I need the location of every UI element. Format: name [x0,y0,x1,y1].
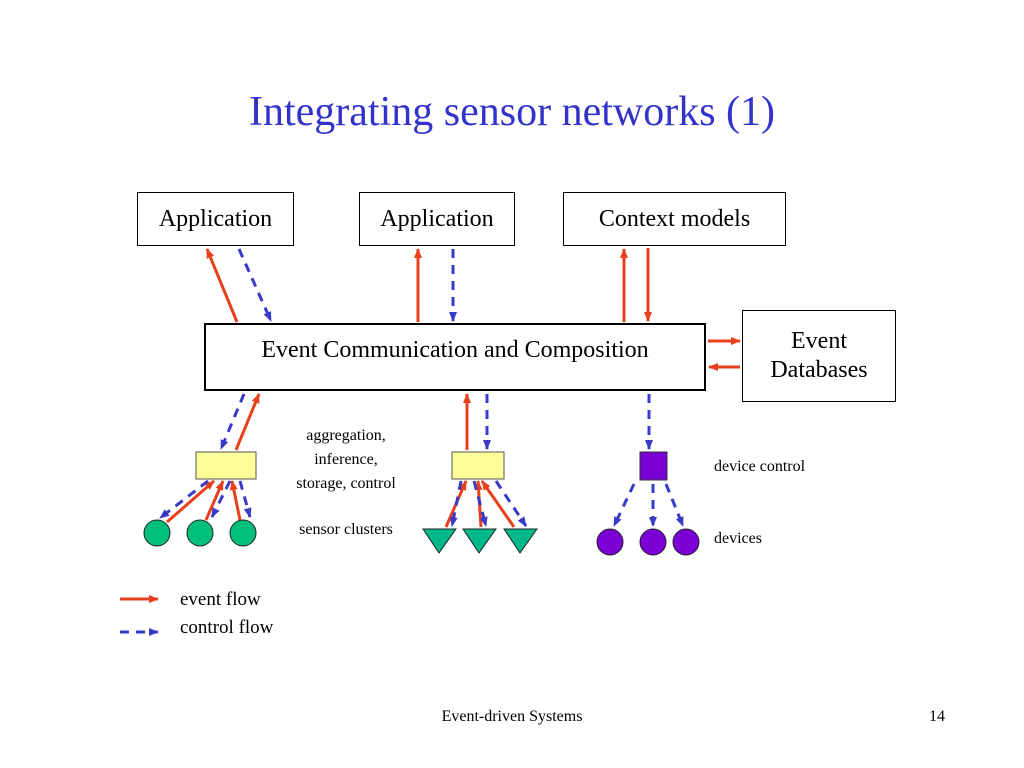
sensor-circle-2 [186,519,214,547]
event-arrow-sensor-3-to-aggregator [229,480,242,521]
control-arrow-aggregator-to-sensor-3 [238,480,252,518]
event-arrow-aggregator-left-to-ecc [234,393,261,451]
control-arrow-ecc-to-aggregator-left [219,393,246,450]
application-box-1: Application [137,192,294,246]
devices-label: devices [714,530,762,547]
aggregation-line-2: inference, [314,451,378,468]
sensor-aggregator-node-middle [451,451,505,480]
slide-title: Integrating sensor networks (1) [248,89,776,135]
page-number: 14 [929,708,945,725]
control-arrow-aggregator-to-triangle-1 [449,480,463,527]
event-arrow-sensor-2-to-aggregator [204,480,225,521]
sensor-triangle-1 [422,528,457,554]
legend-control-flow-label: control flow [180,617,274,638]
application-label-2: Application [380,205,494,232]
control-arrow-device-control-to-device-3 [664,483,685,527]
sensor-triangle-3 [503,528,538,554]
event-communication-box: Event Communication and Composition [204,323,706,391]
control-arrow-aggregator-to-sensor-2 [210,480,232,518]
control-arrow-aggregator-to-triangle-2 [472,480,488,527]
aggregation-line-3: storage, control [296,475,396,492]
application-label-1: Application [158,205,273,232]
control-arrow-device-control-to-device-1 [612,483,636,527]
event-arrow-ecc-to-app1 [205,248,239,323]
sensor-triangle-2 [462,528,497,554]
event-databases-label: Event Databases [770,328,868,383]
event-databases-box: Event Databases [742,310,896,402]
context-models-label: Context models [598,205,751,232]
device-control-node [639,451,668,481]
event-arrow-sensor-1-to-aggregator [166,479,215,524]
sensor-aggregator-node-left [195,451,257,480]
footer-title: Event-driven Systems [441,708,583,725]
device-circle-1 [596,528,624,556]
legend-event-flow-label: event flow [180,589,261,610]
sensor-clusters-label: sensor clusters [299,521,393,538]
context-models-box: Context models [563,192,786,246]
sensor-circle-1 [143,519,171,547]
control-arrow-aggregator-to-sensor-1 [159,479,209,520]
application-box-2: Application [359,192,515,246]
aggregation-line-1: aggregation, [306,427,386,444]
device-circle-2 [639,528,667,556]
event-communication-label: Event Communication and Composition [261,337,649,363]
aggregation-label: aggregation, inference, storage, control [270,424,422,496]
device-control-label: device control [714,458,806,475]
control-arrow-aggregator-to-triangle-3 [494,480,528,527]
event-arrow-triangle-3-to-aggregator [480,480,516,528]
device-circle-3 [672,528,700,556]
sensor-circle-3 [229,519,257,547]
control-arrow-app1-to-ecc [237,248,273,322]
